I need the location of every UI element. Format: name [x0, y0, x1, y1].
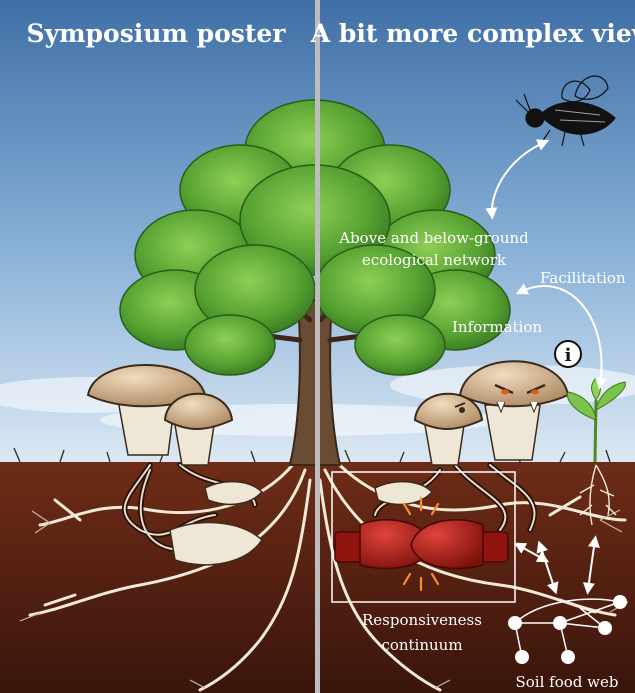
responsiveness-label-line1: Responsiveness — [362, 611, 482, 629]
responsiveness-label-line2: continuum — [381, 636, 462, 654]
left-panel-title: Symposium poster — [27, 19, 287, 48]
info-symbol: i — [565, 345, 572, 366]
network-label-line2: ecological network — [362, 251, 507, 269]
panel-divider — [315, 0, 320, 693]
soil-food-web-label: Soil food web — [516, 673, 619, 691]
right-panel-title: A bit more complex view — [310, 19, 635, 48]
info-icon: i — [555, 341, 581, 367]
network-label-line1: Above and below-ground — [338, 229, 529, 247]
information-label: Information — [452, 318, 542, 336]
facilitation-label: Facilitation — [540, 269, 626, 287]
